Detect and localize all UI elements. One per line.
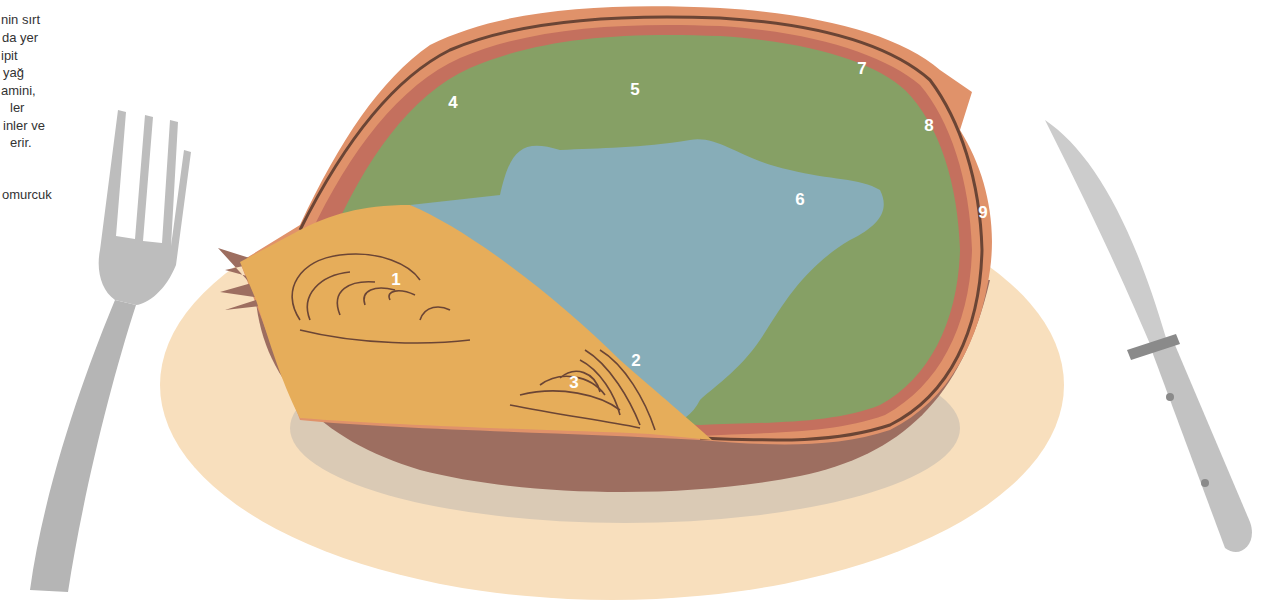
side-text: nin sırt (1, 13, 40, 26)
side-text: erir. (10, 136, 32, 149)
knife-handle (1150, 338, 1252, 552)
knife-bolster (1127, 334, 1180, 360)
rivet (1201, 479, 1209, 487)
fork-head (99, 110, 191, 305)
callout-number: 9 (978, 204, 987, 221)
side-text: ipit (1, 49, 18, 62)
callout-number: 7 (857, 60, 866, 77)
callout-number: 4 (448, 94, 457, 111)
cotyledon-lines (292, 254, 655, 430)
embryo (240, 205, 712, 440)
callout-number: 5 (630, 81, 639, 98)
shell-cut (240, 6, 992, 444)
knife-blade (1045, 120, 1166, 344)
callout-number: 1 (391, 271, 400, 288)
callout-number: 2 (631, 352, 640, 369)
side-text: omurcuk (2, 188, 52, 201)
side-text: ler (10, 101, 24, 114)
callout-number: 3 (569, 374, 578, 391)
fork-handle (30, 300, 136, 592)
side-text: inler ve (3, 119, 45, 132)
callout-number: 6 (795, 191, 804, 208)
callout-number: 8 (924, 117, 933, 134)
side-text: amini, (1, 84, 36, 97)
side-text: da yer (2, 31, 38, 44)
rivet (1166, 393, 1174, 401)
side-text: yağ (3, 66, 24, 79)
